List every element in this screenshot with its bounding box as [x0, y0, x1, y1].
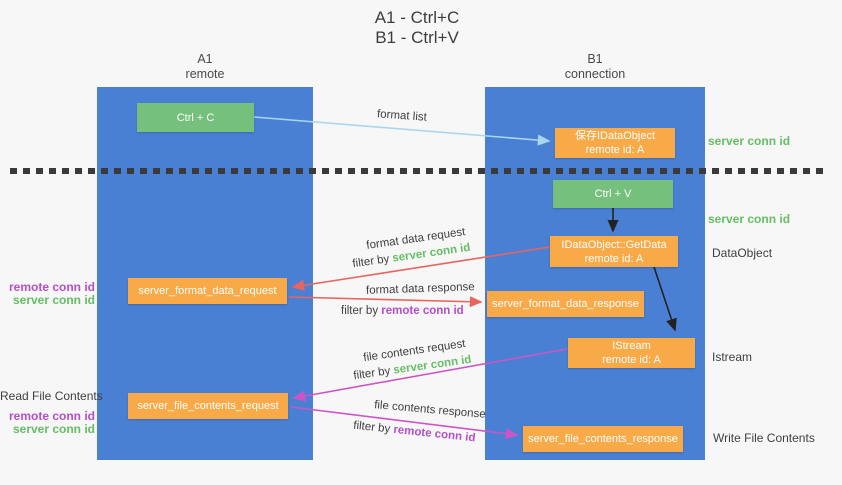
- node-istream: IStream remote id: A: [568, 338, 695, 368]
- lane-b1-role: connection: [564, 67, 626, 81]
- format-response-label: server_format_data_response: [492, 298, 639, 310]
- getdata-line2: remote id: A: [584, 252, 644, 265]
- node-ctrl-c: Ctrl + C: [137, 103, 254, 132]
- annotation-remote-conn-id-1: remote conn id: [8, 280, 95, 294]
- file-request-label: server_file_contents_request: [137, 400, 279, 412]
- lane-a1-role: remote: [185, 67, 225, 81]
- title-line-a1: A1 - Ctrl+C: [374, 8, 460, 27]
- getdata-line1: IDataObject::GetData: [561, 238, 667, 251]
- annotation-read-file-contents: Read File Contents: [0, 389, 103, 403]
- remote-conn-id-key: remote conn id: [381, 305, 464, 317]
- ctrl-c-label: Ctrl + C: [176, 111, 215, 124]
- annotation-istream: Istream: [712, 350, 753, 364]
- node-idataobject-getdata: IDataObject::GetData remote id: A: [550, 236, 678, 267]
- file-response-label: server_file_contents_response: [528, 433, 678, 445]
- file-contents-response-text: file contents response: [373, 399, 487, 421]
- node-server-file-contents-response: server_file_contents_response: [523, 426, 683, 452]
- label-filter-remote-conn-id-2: filter by remote conn id: [353, 420, 476, 445]
- arrow-format-data-response: [288, 296, 483, 308]
- node-server-format-data-response: server_format_data_response: [487, 291, 644, 317]
- node-save-dataobject: 保存IDataObject remote id: A: [555, 128, 675, 158]
- istream-line2: remote id: A: [602, 354, 661, 366]
- lane-b1-name: B1: [587, 52, 603, 66]
- filter-by-text: filter by: [352, 419, 391, 436]
- filter-by-text: filter by: [351, 253, 391, 271]
- save-dataobject-line2: remote id: A: [585, 144, 645, 156]
- phase-separator-dotted-line: [10, 168, 826, 174]
- remote-conn-id-key: remote conn id: [392, 423, 477, 445]
- istream-line1: IStream: [612, 340, 651, 352]
- label-format-list: format list: [377, 108, 428, 123]
- node-server-format-data-request: server_format_data_request: [128, 278, 287, 304]
- format-list-text: format list: [376, 108, 428, 124]
- annotation-remote-conn-id-2: remote conn id: [8, 409, 95, 423]
- label-filter-remote-conn-id-1: filter by remote conn id: [341, 305, 464, 317]
- format-data-response-text: format data response: [365, 281, 475, 297]
- lane-header-a1: A1 remote: [97, 52, 313, 82]
- save-dataobject-line1: 保存IDataObject: [574, 130, 656, 142]
- format-request-label: server_format_data_request: [138, 285, 277, 297]
- label-file-contents-response: file contents response: [374, 399, 486, 421]
- annotation-write-file-contents: Write File Contents: [713, 431, 815, 445]
- node-server-file-contents-request: server_file_contents_request: [128, 393, 288, 419]
- ctrl-v-label: Ctrl + V: [594, 188, 632, 200]
- node-ctrl-v: Ctrl + V: [553, 180, 673, 208]
- annotation-server-conn-id-mid: server conn id: [708, 212, 791, 226]
- title-line-b1: B1 - Ctrl+V: [375, 28, 459, 47]
- filter-by-text: filter by: [341, 305, 379, 317]
- annotation-server-conn-id-2: server conn id: [12, 422, 95, 436]
- annotation-server-conn-id-1: server conn id: [12, 293, 95, 307]
- lane-a1-name: A1: [197, 52, 213, 66]
- annotation-dataobject: DataObject: [712, 246, 773, 260]
- diagram-title: A1 - Ctrl+C B1 - Ctrl+V: [317, 8, 517, 48]
- filter-by-text: filter by: [352, 365, 392, 383]
- annotation-server-conn-id-top: server conn id: [708, 134, 791, 148]
- lane-header-b1: B1 connection: [485, 52, 705, 82]
- label-format-data-response: format data response: [366, 281, 475, 297]
